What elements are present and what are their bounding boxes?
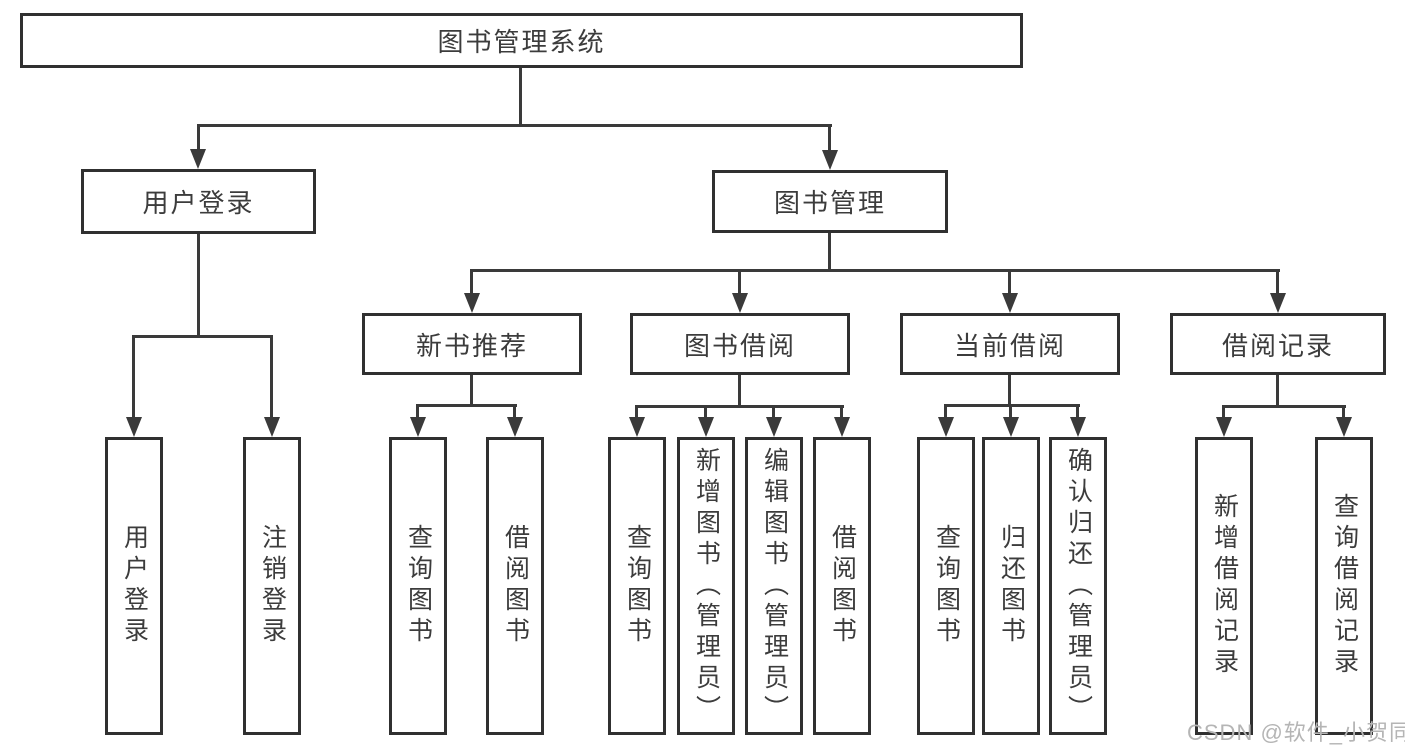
arrowhead-leaf-query-record-icon — [1336, 417, 1352, 437]
edge-level2-bar — [470, 269, 1280, 272]
edge-new-book-children-bar — [416, 404, 517, 407]
edge-current-borrowing-stem — [1008, 269, 1011, 295]
edge-new-book-stem — [470, 269, 473, 295]
node-borrowing-records: 借阅记录 — [1170, 313, 1386, 375]
edge-book-mgmt-stem — [828, 124, 831, 153]
edge-book-mgmt-drop-line — [828, 233, 831, 271]
arrowhead-leaf-query-current-icon — [938, 417, 954, 437]
edge-leaf-query-borrowing-stem — [635, 405, 638, 419]
arrowhead-new-book-icon — [464, 293, 480, 313]
edge-leaf-query-recommend-stem — [416, 404, 419, 419]
node-user-login-branch: 用户登录 — [81, 169, 316, 234]
edge-leaf-query-record-stem — [1342, 405, 1345, 419]
arrowhead-leaf-edit-books-icon — [766, 417, 782, 437]
leaf-query-books-recommend: 查询图书 — [389, 437, 447, 735]
leaf-borrow-books-recommend: 借阅图书 — [486, 437, 544, 735]
csdn-watermark: CSDN @软件_小贺同学 — [1187, 720, 1405, 745]
arrowhead-book-mgmt-icon — [822, 150, 838, 170]
arrowhead-leaf-logout-icon — [264, 417, 280, 437]
edge-new-book-drop-line — [470, 375, 473, 406]
arrowhead-leaf-add-books-icon — [698, 417, 714, 437]
leaf-edit-books-admin: 编辑图书（管理员） — [745, 437, 803, 735]
arrowhead-leaf-user-login-icon — [126, 417, 142, 437]
arrowhead-user-login-icon — [190, 149, 206, 169]
edge-user-login-drop-line — [197, 234, 200, 337]
edge-book-borrowing-stem — [738, 269, 741, 295]
leaf-logout: 注销登录 — [243, 437, 301, 735]
arrowhead-leaf-query-recommend-icon — [410, 417, 426, 437]
arrowhead-leaf-query-borrowing-icon — [629, 417, 645, 437]
arrowhead-book-borrowing-icon — [732, 293, 748, 313]
leaf-query-books-borrowing: 查询图书 — [608, 437, 666, 735]
edge-leaf-add-record-stem — [1222, 405, 1225, 419]
edge-borrowing-records-stem — [1276, 269, 1279, 295]
edge-borrowing-records-children-bar — [1222, 405, 1346, 408]
leaf-add-borrow-record: 新增借阅记录 — [1195, 437, 1253, 735]
edge-borrowing-records-drop-line — [1276, 375, 1279, 407]
edge-leaf-user-login-stem — [132, 335, 135, 419]
arrowhead-current-borrowing-icon — [1002, 293, 1018, 313]
leaf-query-borrow-record: 查询借阅记录 — [1315, 437, 1373, 735]
node-book-borrowing: 图书借阅 — [630, 313, 850, 375]
leaf-confirm-return-admin: 确认归还（管理员） — [1049, 437, 1107, 735]
edge-leaf-edit-books-stem — [772, 405, 775, 419]
leaf-borrow-books-borrowing: 借阅图书 — [813, 437, 871, 735]
leaf-return-books: 归还图书 — [982, 437, 1040, 735]
edge-current-borrowing-drop-line — [1008, 375, 1011, 406]
edge-leaf-add-books-stem — [704, 405, 707, 419]
arrowhead-leaf-add-record-icon — [1216, 417, 1232, 437]
edge-leaf-confirm-return-stem — [1076, 404, 1079, 419]
leaf-query-books-current: 查询图书 — [917, 437, 975, 735]
edge-book-borrowing-children-bar — [635, 405, 844, 408]
edge-user-login-children-bar — [132, 335, 273, 338]
node-new-book-recommend: 新书推荐 — [362, 313, 582, 375]
leaf-add-books-admin: 新增图书（管理员） — [677, 437, 735, 735]
arrowhead-leaf-borrow-borrowing-icon — [834, 417, 850, 437]
edge-current-borrowing-children-bar — [944, 404, 1080, 407]
edge-level1-bar — [197, 124, 832, 127]
arrowhead-leaf-return-books-icon — [1003, 417, 1019, 437]
node-current-borrowing: 当前借阅 — [900, 313, 1120, 375]
edge-book-borrowing-drop-line — [738, 375, 741, 407]
edge-user-login-stem — [197, 124, 200, 152]
leaf-user-login: 用户登录 — [105, 437, 163, 735]
edge-leaf-return-books-stem — [1009, 404, 1012, 419]
edge-leaf-query-current-stem — [944, 404, 947, 419]
edge-leaf-logout-stem — [270, 335, 273, 419]
node-root-library-management-system: 图书管理系统 — [20, 13, 1023, 68]
edge-leaf-borrow-recommend-stem — [513, 404, 516, 419]
arrowhead-borrowing-records-icon — [1270, 293, 1286, 313]
arrowhead-leaf-borrow-recommend-icon — [507, 417, 523, 437]
arrowhead-leaf-confirm-return-icon — [1070, 417, 1086, 437]
edge-leaf-borrow-borrowing-stem — [840, 405, 843, 419]
node-book-management-branch: 图书管理 — [712, 170, 948, 233]
edge-root-drop-line — [519, 68, 522, 126]
